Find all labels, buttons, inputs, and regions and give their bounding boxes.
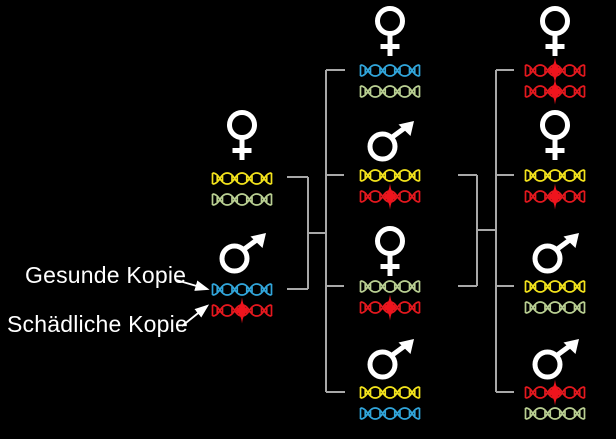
dna-icon-mutated	[359, 183, 421, 209]
male-symbol-icon	[530, 338, 580, 387]
female-symbol-icon	[536, 110, 574, 167]
male-symbol-icon	[365, 120, 415, 169]
dna-icon-mutated	[524, 183, 586, 209]
dna-icon	[359, 406, 421, 426]
dna-icon	[211, 282, 273, 302]
male-symbol-icon	[217, 232, 267, 281]
male-symbol-icon	[530, 232, 580, 281]
healthy-copy-label: Gesunde Kopie	[25, 262, 187, 288]
dna-icon	[359, 385, 421, 405]
dna-icon-mutated	[524, 57, 586, 83]
healthy-copy-arrow-icon	[175, 279, 210, 291]
harmful-copy-arrow-icon	[181, 304, 210, 327]
dna-icon-mutated	[524, 78, 586, 104]
harmful-copy-label: Schädliche Kopie	[7, 311, 188, 337]
male-symbol-icon	[365, 338, 415, 387]
female-symbol-icon	[536, 6, 574, 63]
dna-icon	[359, 279, 421, 299]
dna-icon	[211, 192, 273, 212]
female-symbol-icon	[223, 110, 261, 167]
dna-icon-mutated	[524, 379, 586, 405]
dna-icon	[359, 63, 421, 83]
female-symbol-icon	[371, 226, 409, 283]
dna-icon	[524, 279, 586, 299]
dna-icon	[524, 406, 586, 426]
dna-icon	[359, 168, 421, 188]
female-symbol-icon	[371, 6, 409, 63]
dna-icon	[211, 171, 273, 191]
dna-icon-mutated	[359, 294, 421, 320]
dna-icon	[359, 84, 421, 104]
dna-icon-mutated	[211, 297, 273, 323]
dna-icon	[524, 168, 586, 188]
dna-icon	[524, 300, 586, 320]
